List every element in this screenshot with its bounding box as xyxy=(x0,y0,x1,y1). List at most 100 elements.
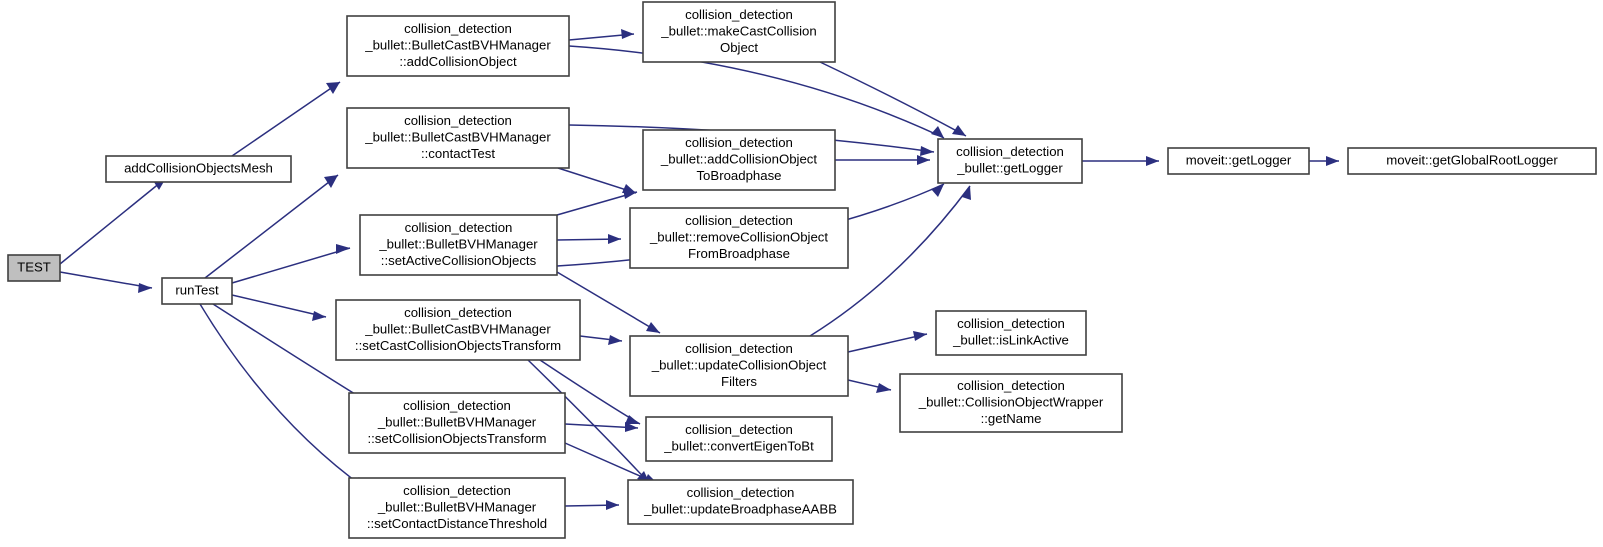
arrowhead-icon xyxy=(931,184,944,197)
call-edge xyxy=(1082,156,1159,166)
graph-node-test[interactable]: TEST xyxy=(7,254,61,282)
arrowhead-icon xyxy=(324,175,338,188)
arrowhead-icon xyxy=(1326,156,1339,166)
arrowhead-icon xyxy=(913,331,927,341)
graph-node-bbvhm_set_collision_objects_transform[interactable]: collision_detection_bullet::BulletBVHMan… xyxy=(348,392,566,454)
arrowhead-icon xyxy=(326,82,340,94)
edge-line xyxy=(819,61,967,137)
edge-line xyxy=(204,174,339,279)
arrowhead-icon xyxy=(952,125,966,136)
node-label-line: _bullet::convertEigenToBt xyxy=(663,439,814,454)
node-box[interactable] xyxy=(629,335,849,397)
node-label-line: _bullet::makeCastCollision xyxy=(660,23,816,38)
graph-node-collision_object_wrapper_get_name[interactable]: collision_detection_bullet::CollisionObj… xyxy=(899,373,1123,433)
graph-node-update_broadphase_aabb[interactable]: collision_detection_bullet::updateBroadp… xyxy=(627,479,854,525)
arrowhead-icon xyxy=(312,311,326,321)
graph-node-add_collision_object_to_broadphase[interactable]: collision_detection_bullet::addCollision… xyxy=(642,129,836,191)
arrowhead-icon xyxy=(1146,156,1159,166)
node-box[interactable] xyxy=(629,207,849,269)
node-box[interactable] xyxy=(1167,147,1310,175)
graph-node-bcbvhm_set_cast_collision_objects_transform[interactable]: collision_detection_bullet::BulletCastBV… xyxy=(335,299,581,361)
call-edge xyxy=(568,45,945,139)
arrowhead-icon xyxy=(917,155,930,165)
call-edge xyxy=(847,379,892,393)
call-edge xyxy=(579,335,623,345)
node-label-line: ToBroadphase xyxy=(696,168,781,183)
arrowhead-icon xyxy=(625,422,638,432)
node-label-line: collision_detection xyxy=(404,305,512,320)
graph-node-add_collision_objects_mesh[interactable]: addCollisionObjectsMesh xyxy=(105,155,292,183)
arrowhead-icon xyxy=(608,335,622,345)
node-label-line: addCollisionObjectsMesh xyxy=(124,160,273,175)
node-box[interactable] xyxy=(937,138,1083,184)
edge-line xyxy=(556,191,638,216)
node-box[interactable] xyxy=(642,1,836,63)
edge-line xyxy=(557,167,637,194)
edge-line xyxy=(564,442,659,485)
graph-node-moveit_get_logger[interactable]: moveit::getLogger xyxy=(1167,147,1310,175)
node-box[interactable] xyxy=(161,277,233,305)
node-label-line: _bullet::BulletBVHManager xyxy=(377,499,537,514)
node-box[interactable] xyxy=(642,129,836,191)
node-label-line: ::setCollisionObjectsTransform xyxy=(367,431,546,446)
node-label-line: _bullet::BulletCastBVHManager xyxy=(364,129,551,144)
node-box[interactable] xyxy=(7,254,61,282)
call-edge xyxy=(204,174,339,279)
node-box[interactable] xyxy=(105,155,292,183)
graph-node-bcbvhm_contact_test[interactable]: collision_detection_bullet::BulletCastBV… xyxy=(346,107,570,169)
graph-node-bbvhm_set_contact_distance_threshold[interactable]: collision_detection_bullet::BulletBVHMan… xyxy=(348,477,566,539)
nodes-layer: TEST addCollisionObjectsMesh runTest collis… xyxy=(7,1,1597,539)
node-label-line: collision_detection xyxy=(404,113,512,128)
graph-node-run_test[interactable]: runTest xyxy=(161,277,233,305)
node-label-line: ::setActiveCollisionObjects xyxy=(381,253,537,268)
node-label-line: collision_detection xyxy=(403,483,511,498)
arrowhead-icon xyxy=(606,500,619,510)
graph-node-make_cast_collision_object[interactable]: collision_detection_bullet::makeCastColl… xyxy=(642,1,836,63)
node-label-line: _bullet::BulletCastBVHManager xyxy=(364,37,551,52)
node-box[interactable] xyxy=(899,373,1123,433)
graph-node-bbvhm_set_active_collision_objects[interactable]: collision_detection_bullet::BulletBVHMan… xyxy=(359,214,558,276)
call-edge xyxy=(809,185,971,337)
graph-node-convert_eigen_to_bt[interactable]: collision_detection_bullet::convertEigen… xyxy=(645,416,833,462)
arrowhead-icon xyxy=(623,189,637,199)
node-box[interactable] xyxy=(359,214,558,276)
graph-node-remove_collision_object_from_broadphase[interactable]: collision_detection_bullet::removeCollis… xyxy=(629,207,849,269)
edge-line xyxy=(231,247,351,284)
node-label-line: ::setCastCollisionObjectsTransform xyxy=(355,338,561,353)
node-label-line: Filters xyxy=(721,374,757,389)
node-label-line: TEST xyxy=(17,259,51,274)
node-box[interactable] xyxy=(346,107,570,169)
graph-node-get_logger[interactable]: collision_detection_bullet::getLogger xyxy=(937,138,1083,184)
node-label-line: collision_detection xyxy=(404,21,512,36)
node-box[interactable] xyxy=(645,416,833,462)
edge-line xyxy=(231,81,341,157)
node-box[interactable] xyxy=(348,392,566,454)
call-edge xyxy=(568,29,635,41)
node-label-line: _bullet::addCollisionObject xyxy=(660,151,817,166)
node-label-line: collision_detection xyxy=(957,378,1065,393)
graph-node-bcbvhm_add_collision_object[interactable]: collision_detection_bullet::BulletCastBV… xyxy=(346,15,570,77)
node-box[interactable] xyxy=(935,310,1087,356)
node-box[interactable] xyxy=(1347,147,1597,175)
node-label-line: Object xyxy=(720,40,758,55)
arrowhead-icon xyxy=(608,234,621,244)
graph-node-update_collision_object_filters[interactable]: collision_detection_bullet::updateCollis… xyxy=(629,335,849,397)
graph-node-is_link_active[interactable]: collision_detection_bullet::isLinkActive xyxy=(935,310,1087,356)
call-edge xyxy=(556,234,622,244)
node-box[interactable] xyxy=(627,479,854,525)
call-edge xyxy=(231,294,327,321)
node-box[interactable] xyxy=(335,299,581,361)
node-label-line: _bullet::removeCollisionObject xyxy=(649,229,828,244)
node-label-line: _bullet::isLinkActive xyxy=(952,333,1069,348)
call-edge xyxy=(564,442,659,485)
node-label-line: _bullet::BulletBVHManager xyxy=(377,414,537,429)
call-edge xyxy=(819,61,967,137)
node-label-line: collision_detection xyxy=(685,135,793,150)
arrowhead-icon xyxy=(646,322,660,333)
node-box[interactable] xyxy=(348,477,566,539)
graph-node-moveit_get_global_root_logger[interactable]: moveit::getGlobalRootLogger xyxy=(1347,147,1597,175)
node-box[interactable] xyxy=(346,15,570,77)
node-label-line: collision_detection xyxy=(405,220,513,235)
node-label-line: collision_detection xyxy=(685,422,793,437)
